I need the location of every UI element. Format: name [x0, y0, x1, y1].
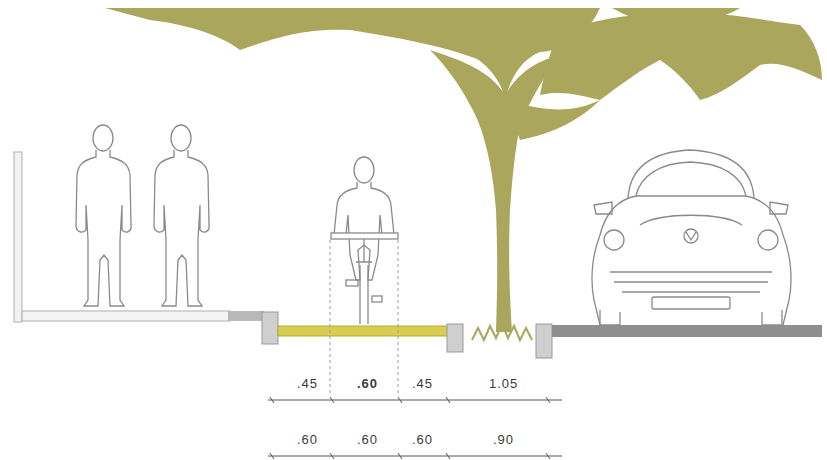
- dimension-label: 1.05: [489, 377, 518, 390]
- curb: [536, 324, 552, 358]
- dimension-label: .45: [412, 377, 433, 390]
- pedestrians: [76, 125, 209, 306]
- bike-lane: [278, 326, 448, 336]
- curb: [447, 324, 463, 352]
- tree: [105, 8, 822, 332]
- car: [592, 150, 791, 325]
- road: [552, 325, 822, 337]
- dimension-label: .60: [357, 433, 378, 446]
- clearance-lines: [330, 240, 398, 395]
- dimension-label: .60: [297, 433, 318, 446]
- dimension-label: .60: [412, 433, 433, 446]
- curb: [262, 312, 278, 344]
- dimension-label: .90: [493, 433, 514, 446]
- wall: [14, 152, 22, 322]
- sidewalk: [22, 311, 230, 321]
- dimension-label: .60: [357, 377, 378, 390]
- tree-roots: [472, 324, 532, 340]
- dimension-label: .45: [297, 377, 318, 390]
- cyclist: [331, 157, 398, 324]
- sidewalk-edge: [228, 311, 264, 321]
- dimension-lines: [268, 397, 562, 459]
